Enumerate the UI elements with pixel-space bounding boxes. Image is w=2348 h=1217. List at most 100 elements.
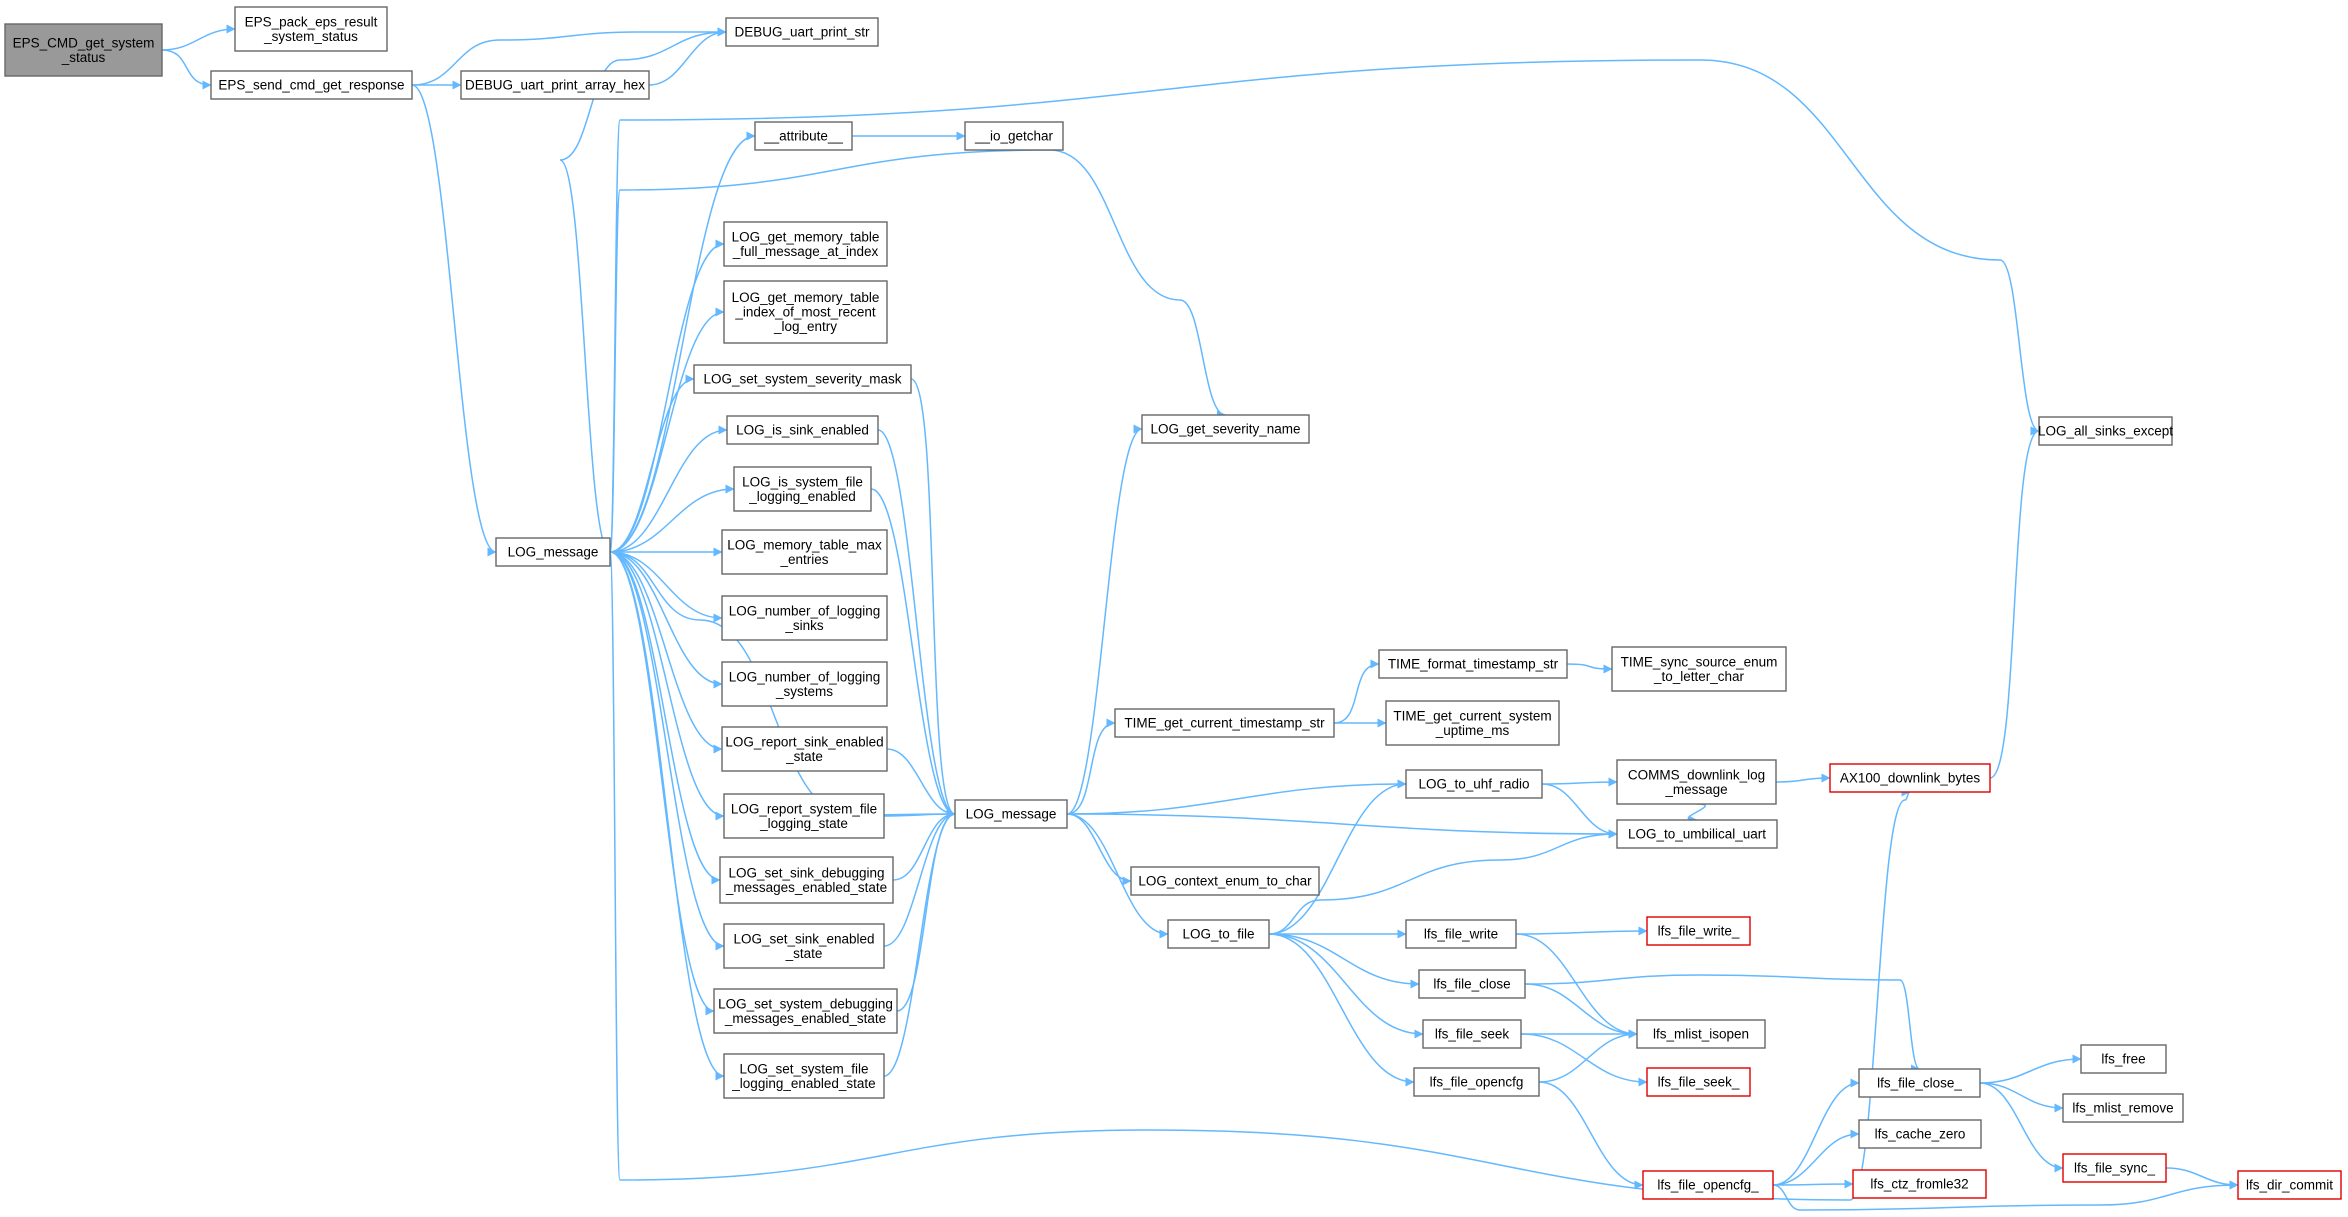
node-lfs-file-write-[interactable]: lfs_file_write_ <box>1646 916 1751 946</box>
node-time-get-current-timestamp-str[interactable]: TIME_get_current_timestamp_str <box>1114 708 1335 738</box>
node-label: DEBUG_uart_print_array_hex <box>465 78 645 93</box>
node-label: LOG_number_of_logging <box>729 669 881 684</box>
node-lfs-file-opencfg-[interactable]: lfs_file_opencfg_ <box>1642 1170 1774 1200</box>
node-log-number-of-logging-sinks[interactable]: LOG_number_of_logging_sinks <box>721 595 888 641</box>
node-log-context-enum-to-char[interactable]: LOG_context_enum_to_char <box>1130 866 1320 896</box>
edge-lfs-file-close--to-lfs-free <box>1979 1054 2082 1084</box>
node-log-report-system-file-logging-state[interactable]: LOG_report_system_file_logging_state <box>723 793 885 839</box>
edge-comms-downlink-log-message-to-log-to-umbilical-uart <box>1687 803 1706 825</box>
node-lfs-mlist-isopen[interactable]: lfs_mlist_isopen <box>1636 1019 1766 1049</box>
node-box <box>1616 819 1778 849</box>
edge-log-message-b-to-time-get-current-timestamp-str <box>1066 718 1116 815</box>
node-label: _message <box>1664 782 1727 797</box>
edge-log-message-a-to-log-report-system-file-logging-state <box>609 551 725 821</box>
edge-log-message-a-to-ax100-downlink-bytes <box>609 551 1911 1201</box>
edge-lfs-file-sync--to-lfs-dir-commit <box>2165 1167 2239 1190</box>
edges-layer <box>161 24 2239 1211</box>
node-lfs-file-seek[interactable]: lfs_file_seek <box>1422 1019 1522 1049</box>
node-label: _log_entry <box>773 319 837 334</box>
node-box <box>1829 763 1991 793</box>
edge-lfs-file-close-to-lfs-mlist-isopen <box>1524 983 1638 1039</box>
edge-log-message-a-to-log-set-sink-debugging-messages-enabled-state <box>609 551 721 885</box>
node-log-get-memory-table-full-message-at-index[interactable]: LOG_get_memory_table_full_message_at_ind… <box>723 221 888 267</box>
node-lfs-file-seek-[interactable]: lfs_file_seek_ <box>1646 1067 1751 1097</box>
node-label: lfs_file_seek <box>1435 1027 1510 1042</box>
node-box <box>2062 1153 2167 1183</box>
node-log-set-sink-enabled-state[interactable]: LOG_set_sink_enabled_state <box>723 923 885 969</box>
node-log-to-umbilical-uart[interactable]: LOG_to_umbilical_uart <box>1616 819 1778 849</box>
node-log-is-sink-enabled[interactable]: LOG_is_sink_enabled <box>726 415 879 445</box>
node-log-set-system-debugging-messages-enabled-state[interactable]: LOG_set_system_debugging_messages_enable… <box>713 988 898 1034</box>
node-time-get-current-system-uptime-ms[interactable]: TIME_get_current_system_uptime_ms <box>1385 700 1560 746</box>
node-log-get-memory-table-index-of-most-recent-log-entry[interactable]: LOG_get_memory_table_index_of_most_recen… <box>723 280 888 344</box>
edge-time-format-timestamp-str-to-time-sync-source-enum-to-letter-char <box>1566 663 1613 674</box>
node-attribute[interactable]: __attribute__ <box>754 121 853 151</box>
node-log-number-of-logging-systems[interactable]: LOG_number_of_logging_systems <box>721 661 888 707</box>
node-log-to-file[interactable]: LOG_to_file <box>1167 919 1270 949</box>
node-eps-send-cmd-get-response[interactable]: EPS_send_cmd_get_response <box>210 70 413 100</box>
node-time-sync-source-enum-to-letter-char[interactable]: TIME_sync_source_enum_to_letter_char <box>1611 646 1787 692</box>
node-label: LOG_message <box>966 807 1057 822</box>
node-time-format-timestamp-str[interactable]: TIME_format_timestamp_str <box>1378 649 1568 679</box>
node-comms-downlink-log-message[interactable]: COMMS_downlink_log_message <box>1616 759 1777 805</box>
node-lfs-file-write[interactable]: lfs_file_write <box>1405 919 1517 949</box>
node-box <box>723 923 885 969</box>
node-label: _state <box>785 946 823 961</box>
node-lfs-file-opencfg[interactable]: lfs_file_opencfg <box>1413 1067 1540 1097</box>
node-lfs-file-close[interactable]: lfs_file_close <box>1418 969 1526 999</box>
edge-log-is-system-file-logging-enabled-to-log-message-b <box>870 488 956 819</box>
node-box <box>721 726 888 772</box>
node-log-memory-table-max-entries[interactable]: LOG_memory_table_max_entries <box>721 529 888 575</box>
node-log-set-sink-debugging-messages-enabled-state[interactable]: LOG_set_sink_debugging_messages_enabled_… <box>719 856 894 904</box>
node-log-message-a[interactable]: LOG_message <box>495 537 611 567</box>
node-label: AX100_downlink_bytes <box>1840 771 1981 786</box>
node-label: lfs_mlist_remove <box>2072 1101 2173 1116</box>
node-box <box>2062 1093 2184 1123</box>
node-label: _messages_enabled_state <box>724 1011 886 1026</box>
node-eps-pack-eps-result-system-status[interactable]: EPS_pack_eps_result_system_status <box>234 6 388 52</box>
node-log-all-sinks-except[interactable]: LOG_all_sinks_except <box>2038 416 2173 446</box>
node-io-getchar[interactable]: __io_getchar <box>964 121 1064 151</box>
node-log-get-severity-name[interactable]: LOG_get_severity_name <box>1141 414 1310 444</box>
node-label: LOG_to_file <box>1182 927 1254 942</box>
node-log-message-b[interactable]: LOG_message <box>954 799 1068 829</box>
node-log-set-system-file-logging-enabled-state[interactable]: LOG_set_system_file_logging_enabled_stat… <box>723 1053 885 1099</box>
node-label: lfs_file_opencfg_ <box>1657 1178 1759 1193</box>
edge-log-to-file-to-lfs-file-close <box>1268 933 1420 989</box>
edge-log-message-a-to-log-set-system-debugging-messages-enabled-state <box>609 551 715 1016</box>
edge-log-to-file-to-lfs-file-seek <box>1268 933 1424 1039</box>
node-box <box>1418 969 1526 999</box>
node-debug-uart-print-str[interactable]: DEBUG_uart_print_str <box>725 17 879 47</box>
node-box <box>1636 1019 1766 1049</box>
node-lfs-file-close-[interactable]: lfs_file_close_ <box>1858 1068 1981 1098</box>
node-label: EPS_CMD_get_system <box>13 35 155 50</box>
node-box <box>210 70 413 100</box>
node-label: LOG_to_umbilical_uart <box>1628 827 1766 842</box>
edge-lfs-file-opencfg--to-lfs-cache-zero <box>1772 1129 1860 1186</box>
node-log-is-system-file-logging-enabled[interactable]: LOG_is_system_file_logging_enabled <box>733 466 872 512</box>
node-debug-uart-print-array-hex[interactable]: DEBUG_uart_print_array_hex <box>460 70 650 100</box>
node-box <box>723 280 888 344</box>
node-lfs-file-sync-[interactable]: lfs_file_sync_ <box>2062 1153 2167 1183</box>
node-label: lfs_cache_zero <box>1875 1127 1966 1142</box>
node-label: lfs_file_seek_ <box>1658 1075 1740 1090</box>
node-box <box>1405 919 1517 949</box>
node-label: __io_getchar <box>974 129 1054 144</box>
node-lfs-free[interactable]: lfs_free <box>2080 1044 2167 1074</box>
node-lfs-cache-zero[interactable]: lfs_cache_zero <box>1858 1119 1982 1149</box>
node-ax100-downlink-bytes[interactable]: AX100_downlink_bytes <box>1829 763 1991 793</box>
edge-log-set-sink-debugging-messages-enabled-state-to-log-message-b <box>892 809 956 881</box>
node-log-set-system-severity-mask[interactable]: LOG_set_system_severity_mask <box>693 364 912 394</box>
node-lfs-ctz-fromle32[interactable]: lfs_ctz_fromle32 <box>1852 1169 1987 1199</box>
node-log-to-uhf-radio[interactable]: LOG_to_uhf_radio <box>1405 769 1543 799</box>
node-label: LOG_get_severity_name <box>1150 422 1300 437</box>
node-eps-cmd-get-system-status[interactable]: EPS_CMD_get_system_status <box>4 23 163 77</box>
node-log-report-sink-enabled-state[interactable]: LOG_report_sink_enabled_state <box>721 726 888 772</box>
node-lfs-mlist-remove[interactable]: lfs_mlist_remove <box>2062 1093 2184 1123</box>
edge-lfs-file-opencfg--to-lfs-ctz-fromle32 <box>1772 1179 1854 1189</box>
node-lfs-dir-commit[interactable]: lfs_dir_commit <box>2237 1170 2342 1200</box>
node-label: LOG_set_system_severity_mask <box>703 372 901 387</box>
node-label: lfs_file_opencfg <box>1430 1075 1524 1090</box>
node-label: lfs_mlist_isopen <box>1653 1027 1749 1042</box>
